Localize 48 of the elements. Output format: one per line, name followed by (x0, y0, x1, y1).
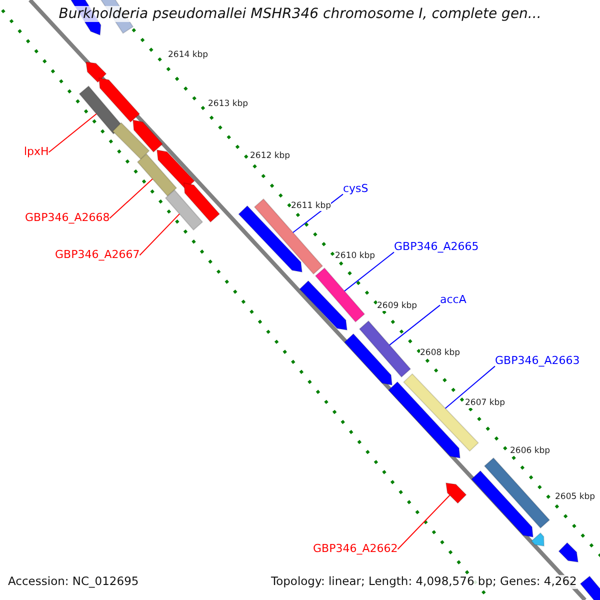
gene-feature (85, 61, 107, 83)
gene-feature (470, 470, 534, 538)
gene-feature (132, 119, 164, 153)
leader-line (397, 494, 450, 550)
gene-feature (98, 77, 140, 123)
scale-label: 2609 kbp (377, 301, 418, 312)
gene-feature (299, 280, 348, 331)
gene-label: accA (440, 293, 466, 306)
gene-feature (183, 182, 220, 223)
accession-text: Accession: NC_012695 (8, 575, 139, 589)
gene-bar (136, 153, 178, 197)
gene-bar (314, 267, 366, 323)
leader-line (344, 252, 394, 292)
title: Burkholderia pseudomallei MSHR346 chromosome I, complete gen... (58, 6, 542, 22)
gene-bar (358, 320, 412, 378)
scale-label: 2607 kbp (465, 398, 506, 408)
leader-line (109, 178, 153, 219)
scale-label: 2605 kbp (555, 492, 596, 502)
gene-label: lpxH (24, 145, 49, 158)
genome-summary-text: Topology: linear; Length: 4,098,576 bp; Genes: 4,262 (271, 575, 577, 589)
gene-label: GBP346_A2668 (25, 211, 110, 224)
gene-label: GBP346_A2667 (55, 248, 140, 262)
scale-label: 2608 kbp (420, 348, 460, 358)
gene-bar (112, 122, 150, 160)
gene-feature (580, 576, 600, 600)
gene-feature (388, 381, 461, 459)
scale-label: 2611 kbp (291, 201, 332, 212)
gene-feature (530, 532, 545, 547)
scale-label: 2610 kbp (335, 251, 376, 262)
gene-bar (484, 457, 550, 529)
gene-label: GBP346_A2663 (495, 354, 580, 368)
gene-feature (445, 482, 467, 504)
gene-bar (78, 85, 124, 135)
leader-line (444, 366, 496, 409)
scale-label: 2606 kbp (510, 446, 550, 456)
gene-bar (164, 189, 204, 231)
leader-line (48, 113, 97, 153)
leader-line (139, 213, 180, 256)
gene-feature (558, 542, 579, 563)
gene-label: GBP346_A2662 (313, 542, 398, 556)
gene-feature (156, 149, 196, 190)
gene-label: GBP346_A2665 (394, 240, 479, 254)
scale-label: 2613 kbp (208, 99, 248, 110)
scale-label: 2612 kbp (250, 151, 290, 162)
leader-line (389, 304, 440, 346)
gene-feature (344, 333, 393, 386)
gene-label: cysS (343, 182, 368, 196)
scale-label: 2614 kbp (168, 50, 208, 60)
